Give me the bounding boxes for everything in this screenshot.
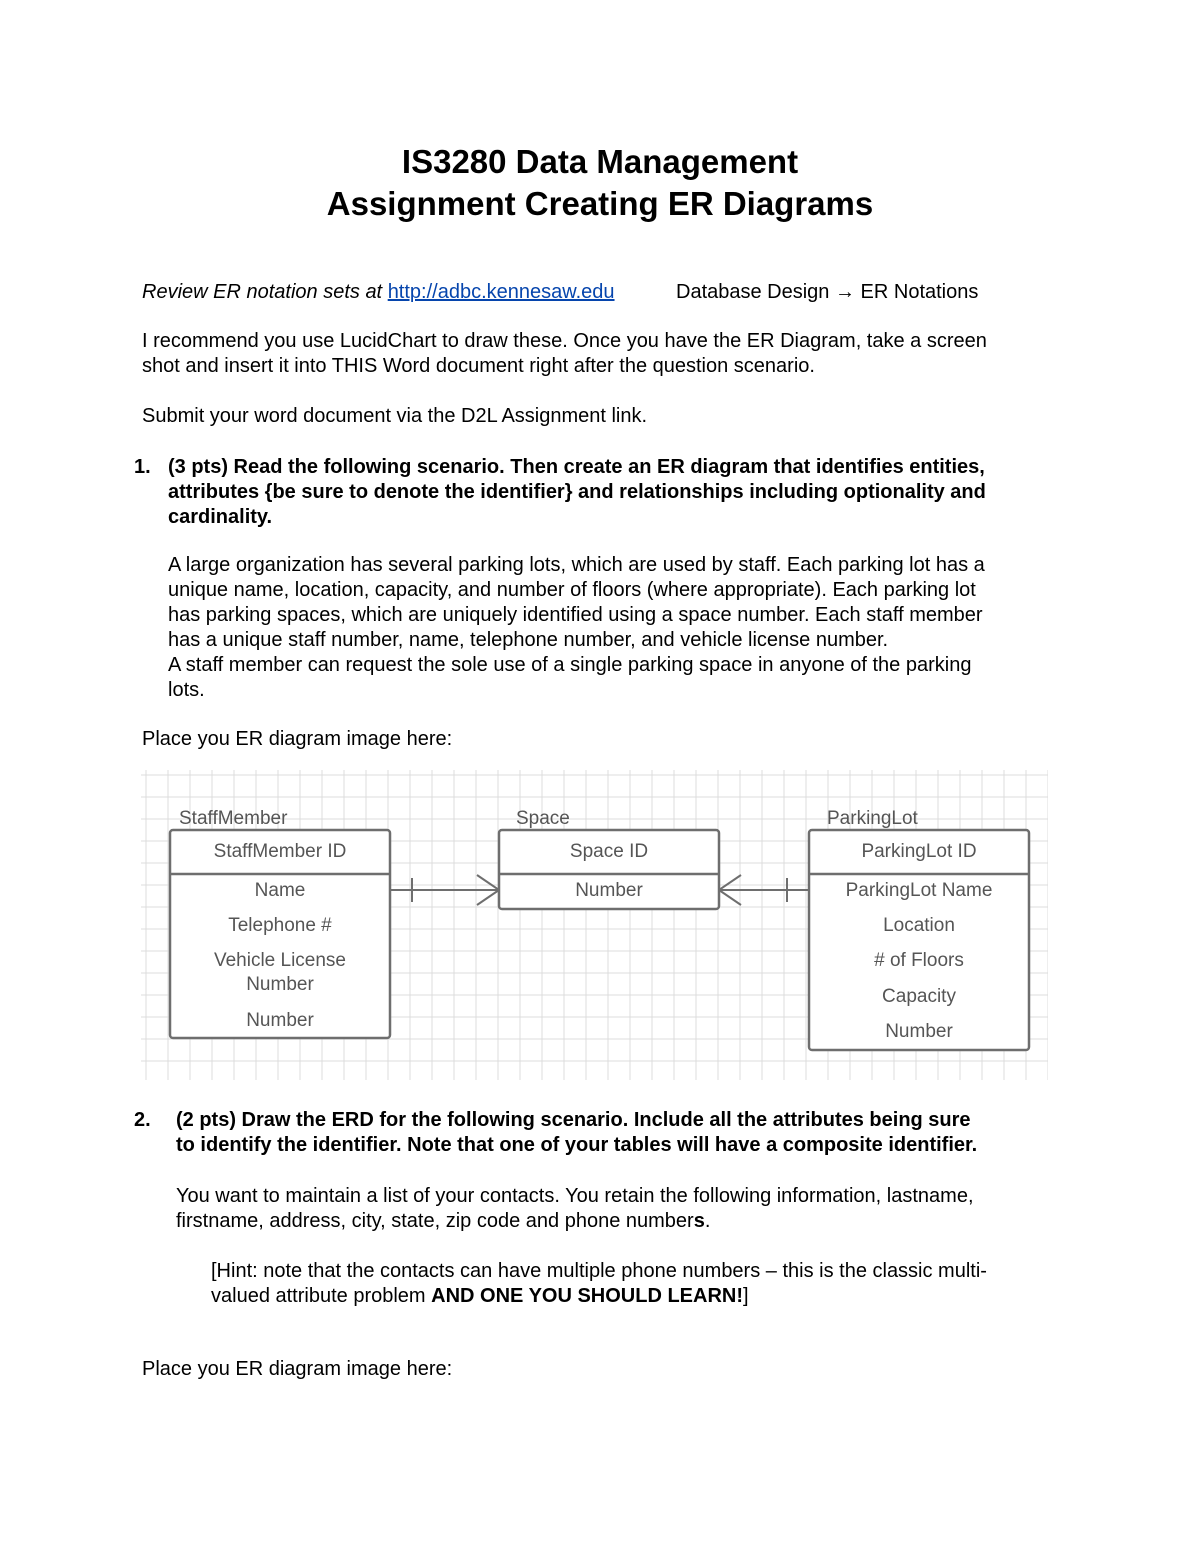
entity-attribute: Number <box>575 880 643 901</box>
crowfoot-mark <box>718 889 742 906</box>
entity-name: Space <box>516 808 570 829</box>
entity-attribute: ParkingLot Name <box>846 880 993 901</box>
entity-parkinglot: ParkingLot ParkingLot ID ParkingLot Name… <box>807 808 1031 1052</box>
crowfoot-mark <box>476 874 500 891</box>
contacts-scenario-line-2: firstname, address, city, state, zip cod… <box>176 1209 710 1234</box>
entity-staffmember: StaffMember StaffMember ID Name Telephon… <box>168 808 392 1040</box>
entity-attribute: Number <box>246 1010 314 1031</box>
place-diagram-label-1: Place you ER diagram image here: <box>142 728 453 750</box>
place-diagram-label-2: Place you ER diagram image here: <box>142 1358 453 1380</box>
entity-attribute: # of Floors <box>874 950 964 971</box>
entity-attribute: Name <box>255 880 306 901</box>
entity-box <box>807 828 1031 1052</box>
crowfoot-mark <box>476 889 500 906</box>
hint-line-1: [Hint: note that the contacts can have m… <box>211 1260 987 1282</box>
entity-name: StaffMember <box>179 808 288 829</box>
er-diagram-image: StaffMember StaffMember ID Name Telephon… <box>141 770 1048 1080</box>
question-1-prompt-line: (3 pts) Read the following scenario. The… <box>168 456 985 478</box>
entity-identifier: ParkingLot ID <box>861 841 976 862</box>
contacts-scenario-line-1: You want to maintain a list of your cont… <box>176 1185 974 1207</box>
entity-attribute: Number <box>246 974 314 995</box>
question-1-prompt-line: attributes {be sure to denote the identi… <box>168 481 986 503</box>
review-prefix: Review ER notation sets at <box>142 281 388 303</box>
document-subtitle: Assignment Creating ER Diagrams <box>326 185 874 222</box>
kennesaw-link[interactable]: http://adbc.kennesaw.edu <box>387 281 615 303</box>
scenario-end: . <box>704 1210 711 1232</box>
relationship-staff-space <box>390 874 500 906</box>
hint-end: ] <box>743 1285 749 1307</box>
entity-space: Space Space ID Number <box>497 808 721 911</box>
question-1-prompt-line: cardinality. <box>168 506 273 528</box>
scenario-line: unique name, location, capacity, and num… <box>168 579 976 601</box>
scenario-emphasis: s <box>693 1210 705 1232</box>
hint-emphasis: AND ONE YOU SHOULD LEARN! <box>431 1285 744 1307</box>
recommend-line-1: I recommend you use LucidChart to draw t… <box>142 330 987 352</box>
question-2-prompt-line: (2 pts) Draw the ERD for the following s… <box>176 1109 971 1131</box>
entity-box <box>168 828 392 1040</box>
entity-identifier: StaffMember ID <box>214 841 347 862</box>
hint-text: valued attribute problem <box>211 1285 432 1307</box>
scenario-line: has a unique staff number, name, telepho… <box>168 629 889 651</box>
scenario-line: A staff member can request the sole use … <box>168 654 972 676</box>
scenario-line: lots. <box>168 679 205 701</box>
scenario-line: has parking spaces, which are uniquely i… <box>168 604 983 626</box>
entity-attribute: Location <box>883 915 955 936</box>
recommend-line-2: shot and insert it into THIS Word docume… <box>142 355 815 377</box>
entity-name: ParkingLot <box>827 808 919 829</box>
entity-box <box>497 828 721 911</box>
review-line: Review ER notation sets at http://adbc.k… <box>142 280 615 305</box>
entity-attribute: Telephone # <box>228 915 332 936</box>
scenario-text: firstname, address, city, state, zip cod… <box>176 1210 694 1232</box>
scenario-line: A large organization has several parking… <box>168 554 985 576</box>
question-2-number: 2. <box>134 1109 151 1131</box>
crowfoot-mark <box>718 874 742 891</box>
document-title: IS3280 Data Management <box>401 143 799 180</box>
submit-line: Submit your word document via the D2L As… <box>142 405 648 427</box>
review-path: Database Design → ER Notations <box>676 281 979 303</box>
entity-identifier: Space ID <box>570 841 648 862</box>
relationship-space-parkinglot <box>718 874 809 906</box>
hint-line-2: valued attribute problem AND ONE YOU SHO… <box>211 1284 749 1309</box>
entity-attribute: Number <box>885 1021 953 1042</box>
entity-attribute: Vehicle License <box>214 950 346 971</box>
question-1-number: 1. <box>134 456 151 478</box>
question-2-prompt-line: to identify the identifier. Note that on… <box>176 1134 978 1156</box>
entity-attribute: Capacity <box>882 986 956 1007</box>
